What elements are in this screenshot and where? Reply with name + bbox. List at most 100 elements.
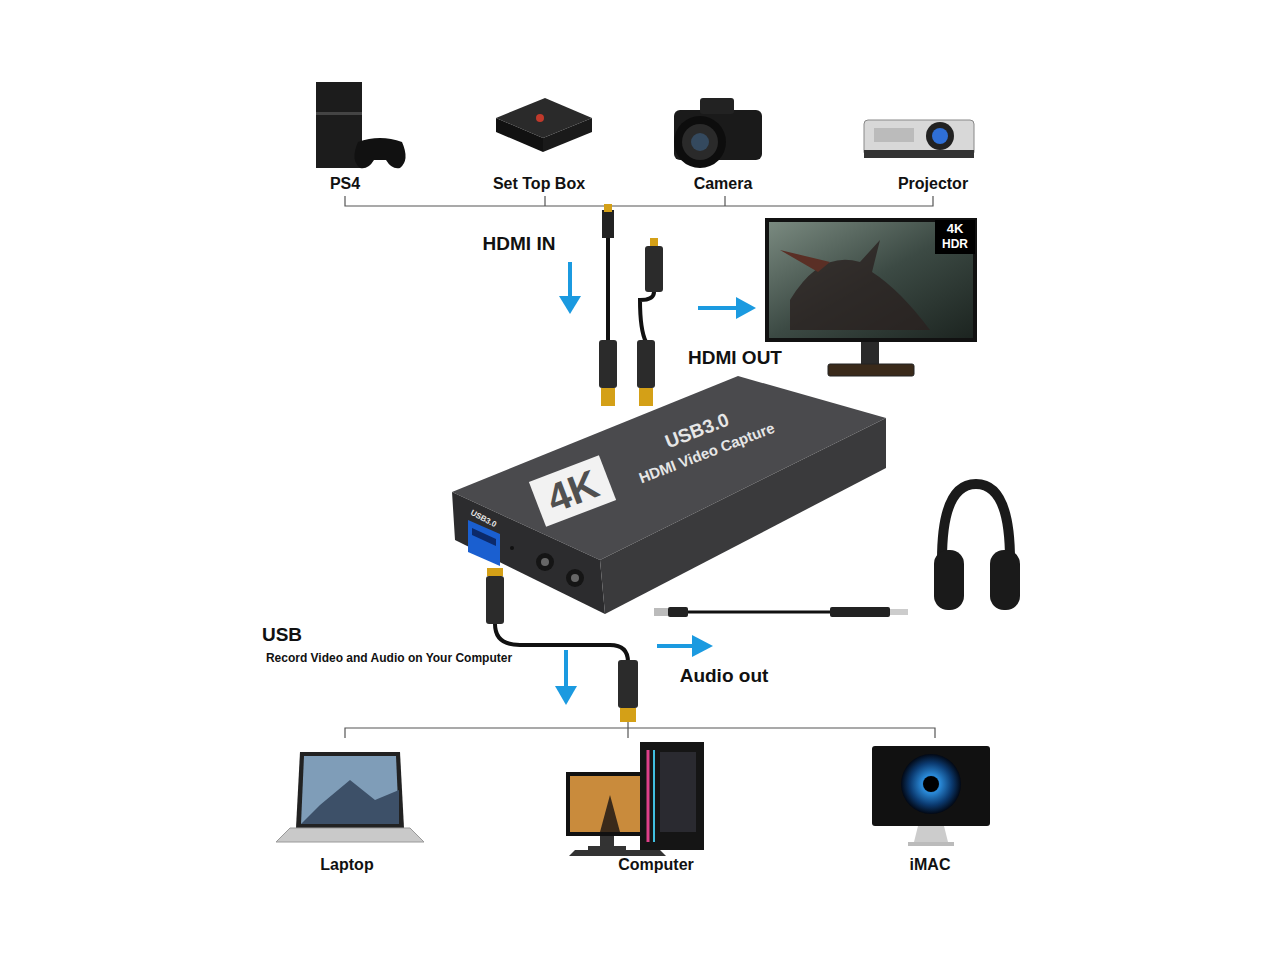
bracket-line [627,722,628,738]
imac-icon [923,776,939,792]
flow-arrow [564,650,568,690]
flow-arrow [568,262,572,300]
bracket-line [345,728,935,738]
laptop-icon [301,780,399,824]
imac-icon [872,746,990,826]
port-heading: USB [262,624,302,646]
flow-arrow [555,686,577,705]
hdmi-in-cable [599,340,617,388]
card-face [468,520,500,566]
camera-icon [691,133,709,151]
device-caption: Projector [898,175,968,193]
ps4-icon [354,138,405,168]
set-top-box-icon [536,114,544,122]
bracket-line [544,196,545,206]
device-caption: iMAC [910,856,951,874]
flow-arrow [657,644,696,648]
projector-icon [932,128,948,144]
ps4-icon [316,82,406,168]
headphones-icon [934,550,964,610]
set-top-box-icon [496,98,592,152]
audio-cable [668,607,688,617]
flow-arrow [736,297,756,319]
hdmi-in-cable [606,238,610,342]
device-caption: PS4 [330,175,360,193]
card-face [600,418,886,614]
projector-icon [864,150,974,158]
laptop-icon [301,756,399,824]
projector-icon [864,120,974,158]
screen-badge: HDR [942,238,968,252]
port-heading: Audio out [680,665,769,687]
laptop-icon [276,828,424,842]
flow-arrow [698,306,740,310]
audio-jack [571,574,579,582]
audio-jack [541,558,549,566]
camera-icon [700,98,734,114]
computer-icon [570,776,644,832]
audio-jack [566,569,584,587]
usb-cable [487,568,503,576]
card-face [472,528,496,546]
audio-cable [830,607,890,617]
monitor-icon [765,218,977,342]
card-outline [445,365,895,620]
monitor-icon [769,222,973,338]
bracket-line [345,196,933,206]
hdmi-in-cable [599,204,617,406]
hdmi-out-cable [640,292,654,342]
flow-arrow [692,635,713,657]
projector-icon [926,122,954,150]
flow-arrow [559,296,581,314]
note: Record Video and Audio on Your Computer [266,652,512,666]
port-heading: HDMI IN [483,233,556,255]
ps4-icon [316,112,362,115]
audio-cable [654,607,908,617]
camera-icon [674,98,762,168]
device-caption: Set Top Box [493,175,585,193]
bracket-line [345,722,935,738]
computer-icon [566,742,704,856]
computer-icon [600,795,620,832]
monitor-icon [935,220,975,254]
audio-jack [536,553,554,571]
usb-cable [620,708,636,722]
capture-card: USB3.0HDMI Video Capture4KUSB3.0 [445,365,895,620]
bracket-line [345,196,933,206]
usb-cable [618,660,638,708]
imac-icon [908,842,954,846]
laptop-icon [296,752,404,828]
monitor-icon [780,250,830,272]
camera-icon [674,116,726,168]
hdmi-out-cable [645,246,663,292]
hdmi-in-cable [604,204,612,212]
imac-icon [901,754,961,814]
monitor-icon [861,342,879,364]
computer-icon [640,742,704,850]
set-top-box-icon [496,118,543,152]
computer-icon [566,772,648,836]
monitor-icon [828,364,914,376]
port-heading: HDMI OUT [688,347,782,369]
imac-icon [914,826,948,842]
audio-cable [688,611,830,614]
computer-icon [569,850,666,856]
usb-cable [486,576,504,624]
audio-cable [890,609,908,615]
usb-cable [495,624,628,662]
hdmi-in-cable [601,388,615,406]
projector-icon [874,128,914,142]
hdmi-in-cable [602,210,614,238]
computer-icon [647,750,650,842]
headphones-icon [990,550,1020,610]
bracket-line [724,196,725,206]
device-caption: Laptop [320,856,373,874]
set-top-box-icon [543,118,592,152]
audio-cable [654,608,668,616]
monitor-icon [765,218,977,376]
monitor-icon [790,240,930,330]
audio-jack [510,546,514,550]
computer-icon [660,752,696,832]
hdmi-out-cable [637,340,655,388]
hdmi-out-cable [639,388,653,406]
